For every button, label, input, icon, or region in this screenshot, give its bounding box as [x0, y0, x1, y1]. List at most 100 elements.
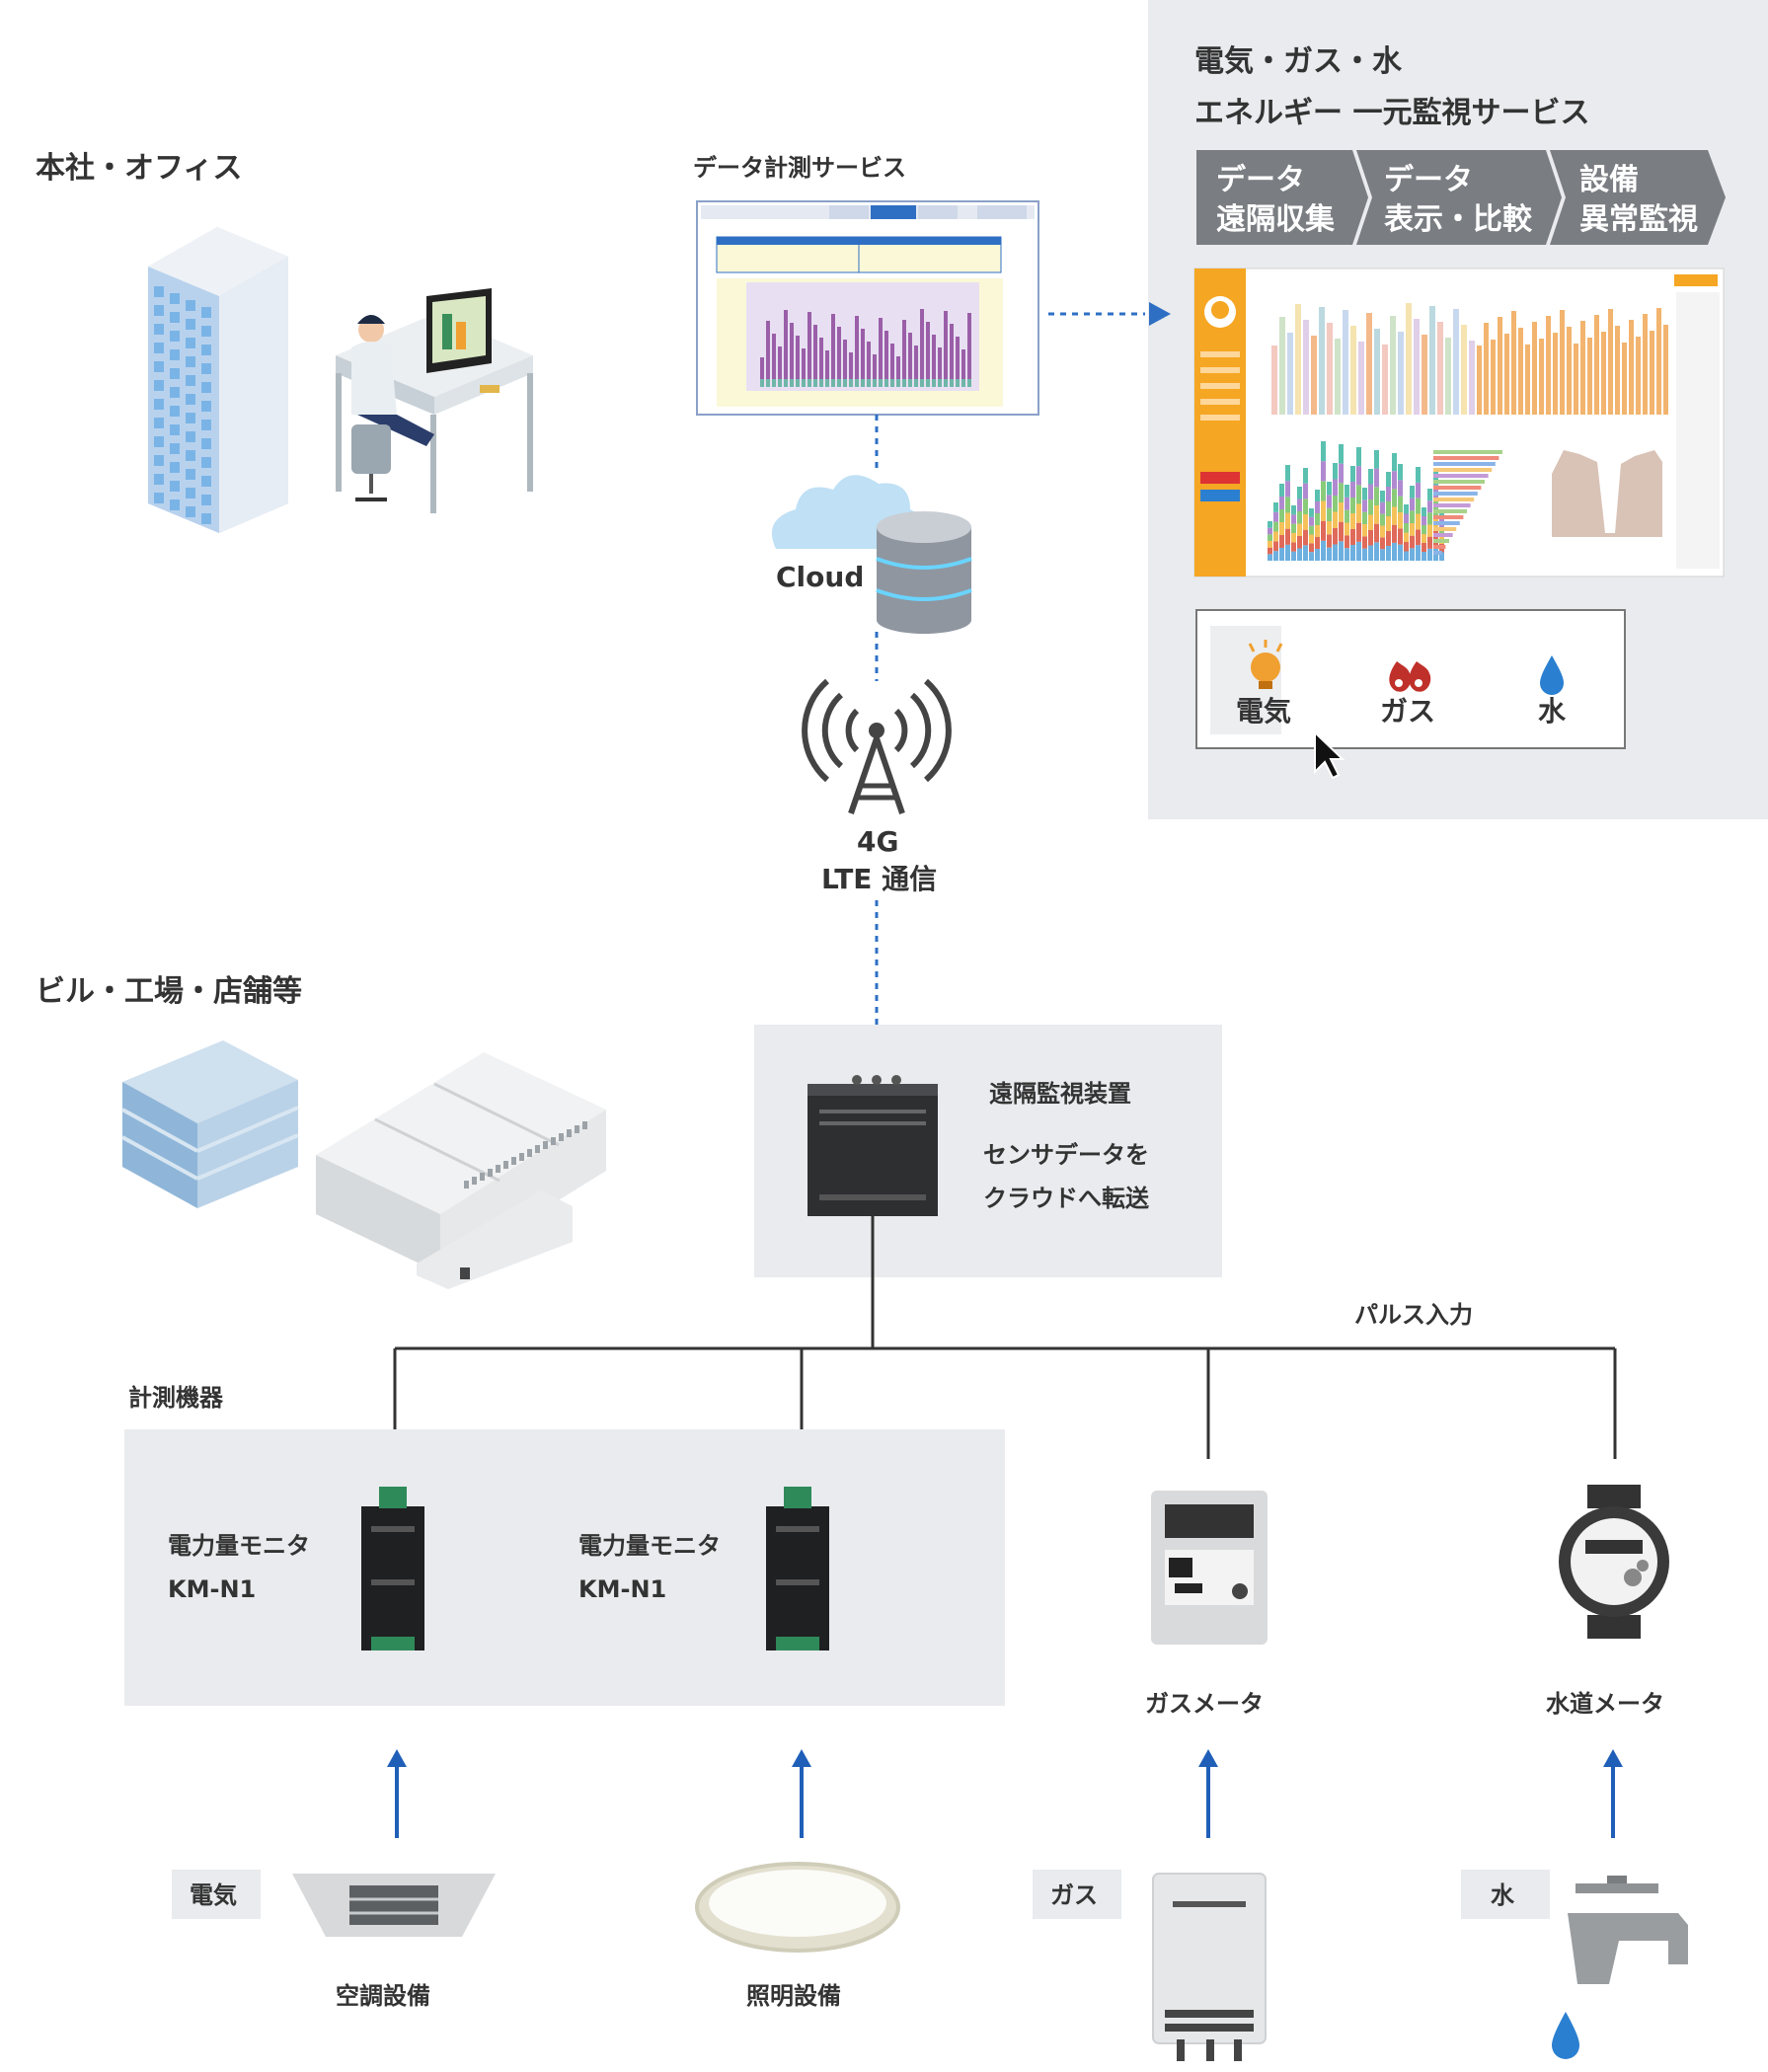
window — [186, 338, 195, 348]
utility-water[interactable]: 水 — [1538, 655, 1567, 728]
remote-device-panel: 遠隔監視装置 センサデータを クラウドへ転送 — [754, 1025, 1222, 1277]
step-1-line1: データ — [1216, 163, 1305, 197]
stack-segment — [1273, 502, 1278, 512]
window — [154, 361, 164, 372]
stack-segment — [1327, 482, 1332, 496]
stack-segment — [1345, 535, 1349, 549]
factory-window — [472, 1177, 477, 1185]
hbar — [1433, 474, 1489, 478]
panel-title-line2: エネルギー 一元監視サービス — [1194, 96, 1589, 130]
stack-segment — [1303, 545, 1308, 561]
stack-segment — [1380, 501, 1385, 514]
power-monitor-2: 電力量モニタ KM-N1 — [578, 1487, 829, 1650]
window — [170, 368, 180, 379]
stack-segment — [1291, 514, 1296, 524]
bar — [1477, 345, 1482, 415]
stack-segment — [1268, 527, 1272, 535]
stack-segment — [1416, 498, 1421, 514]
bar-base — [784, 379, 788, 387]
bar — [1525, 345, 1530, 415]
water-drop-icon — [1540, 655, 1564, 695]
bar — [825, 350, 829, 387]
window — [186, 413, 195, 423]
stack-segment — [1374, 523, 1379, 543]
stack-segment — [1268, 547, 1272, 555]
bar — [1437, 322, 1443, 415]
bar — [1629, 320, 1634, 415]
window — [154, 474, 164, 485]
factory-window — [535, 1145, 540, 1153]
stack-segment — [1309, 534, 1314, 544]
factory-window — [464, 1181, 469, 1189]
remote-monitoring-device-icon — [807, 1075, 938, 1216]
window — [201, 401, 211, 412]
lighting-label: 照明設備 — [746, 1982, 841, 2010]
stack-segment — [1327, 495, 1332, 508]
window — [186, 300, 195, 311]
stack-segment — [1374, 487, 1379, 505]
stack-segment — [1416, 529, 1421, 546]
window — [186, 450, 195, 461]
stack-segment — [1368, 499, 1373, 515]
bar — [813, 325, 817, 387]
window — [154, 324, 164, 335]
stack-segment — [1392, 542, 1397, 561]
stack-segment — [1327, 534, 1332, 548]
stack-segment — [1356, 522, 1361, 542]
bar-base — [961, 379, 965, 387]
bar — [896, 356, 900, 387]
window — [170, 443, 180, 454]
stack-segment — [1309, 516, 1314, 526]
bar-base — [760, 379, 764, 387]
cloud-label: Cloud — [776, 561, 864, 593]
window — [170, 424, 180, 435]
gas-meter-icon — [1151, 1491, 1268, 1645]
bar — [873, 354, 877, 387]
utility-gas[interactable]: ガス — [1380, 661, 1435, 728]
stack-segment — [1309, 543, 1314, 553]
stack-segment — [1339, 463, 1344, 484]
bar-base — [896, 379, 900, 387]
stack-segment — [1285, 481, 1290, 498]
bar — [1484, 323, 1489, 415]
tag-electric: 電気 — [190, 1881, 237, 1909]
stack-segment — [1368, 545, 1373, 561]
bar — [1615, 326, 1620, 415]
stack-segment — [1392, 489, 1397, 507]
bar — [1382, 345, 1388, 415]
hbar — [1433, 486, 1482, 490]
bar — [884, 331, 888, 387]
bar — [902, 320, 906, 387]
bar-base — [902, 379, 906, 387]
window — [154, 455, 164, 466]
stack-segment — [1439, 510, 1444, 519]
window — [186, 356, 195, 367]
dashboard-chart-4 — [1433, 450, 1502, 555]
stack-segment — [1279, 548, 1284, 561]
stack-segment — [1297, 487, 1302, 499]
bar — [1374, 329, 1380, 415]
factory-window — [503, 1161, 508, 1169]
stack-segment — [1410, 498, 1415, 511]
stack-segment — [1321, 500, 1326, 521]
window — [186, 431, 195, 442]
bar — [1311, 336, 1317, 415]
bar — [938, 347, 942, 387]
bar — [1594, 315, 1599, 415]
utility-electric[interactable]: 電気 — [1236, 640, 1291, 728]
tag-water: 水 — [1491, 1881, 1515, 1909]
stack-segment — [1398, 528, 1403, 545]
utility-selector: 電気 ガス 水 — [1195, 609, 1626, 780]
bar — [914, 345, 918, 387]
stack-segment — [1333, 496, 1338, 512]
step-chevron-2: データ 表示・比較 — [1356, 150, 1562, 245]
window — [186, 488, 195, 499]
window — [170, 406, 180, 417]
bar-base — [819, 379, 823, 387]
bar — [1643, 314, 1648, 415]
bar — [855, 316, 859, 387]
bar — [1303, 320, 1309, 415]
window — [186, 375, 195, 386]
bar — [908, 333, 912, 387]
bar — [961, 349, 965, 387]
